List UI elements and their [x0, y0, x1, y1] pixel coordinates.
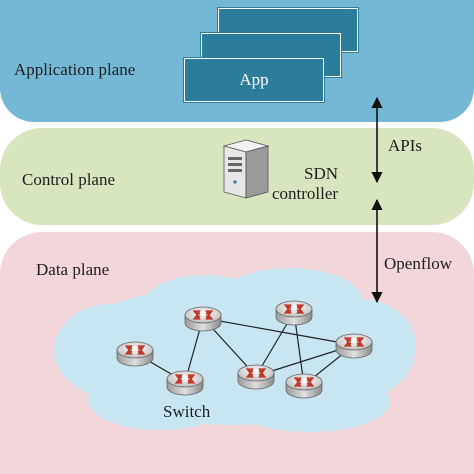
- switch-icon[interactable]: [238, 365, 274, 389]
- app-card-front[interactable]: App: [184, 58, 324, 102]
- openflow-label: Openflow: [384, 254, 452, 273]
- controller-label-line2: controller: [272, 184, 339, 203]
- switch-icon[interactable]: [185, 307, 221, 331]
- control-plane-label: Control plane: [22, 170, 116, 189]
- switch-icon[interactable]: [276, 301, 312, 325]
- app-label: App: [239, 70, 269, 89]
- apis-label: APIs: [388, 136, 423, 155]
- data-plane-label: Data plane: [36, 260, 110, 279]
- switch-icon[interactable]: [286, 374, 322, 398]
- switch-icon[interactable]: [336, 334, 372, 358]
- switch-icon[interactable]: [117, 342, 153, 366]
- controller-label-line1: SDN: [304, 164, 339, 183]
- application-plane-label: Application plane: [14, 60, 136, 79]
- server-icon[interactable]: [222, 139, 270, 199]
- switch-label: Switch: [163, 402, 211, 421]
- switch-icon[interactable]: [167, 371, 203, 395]
